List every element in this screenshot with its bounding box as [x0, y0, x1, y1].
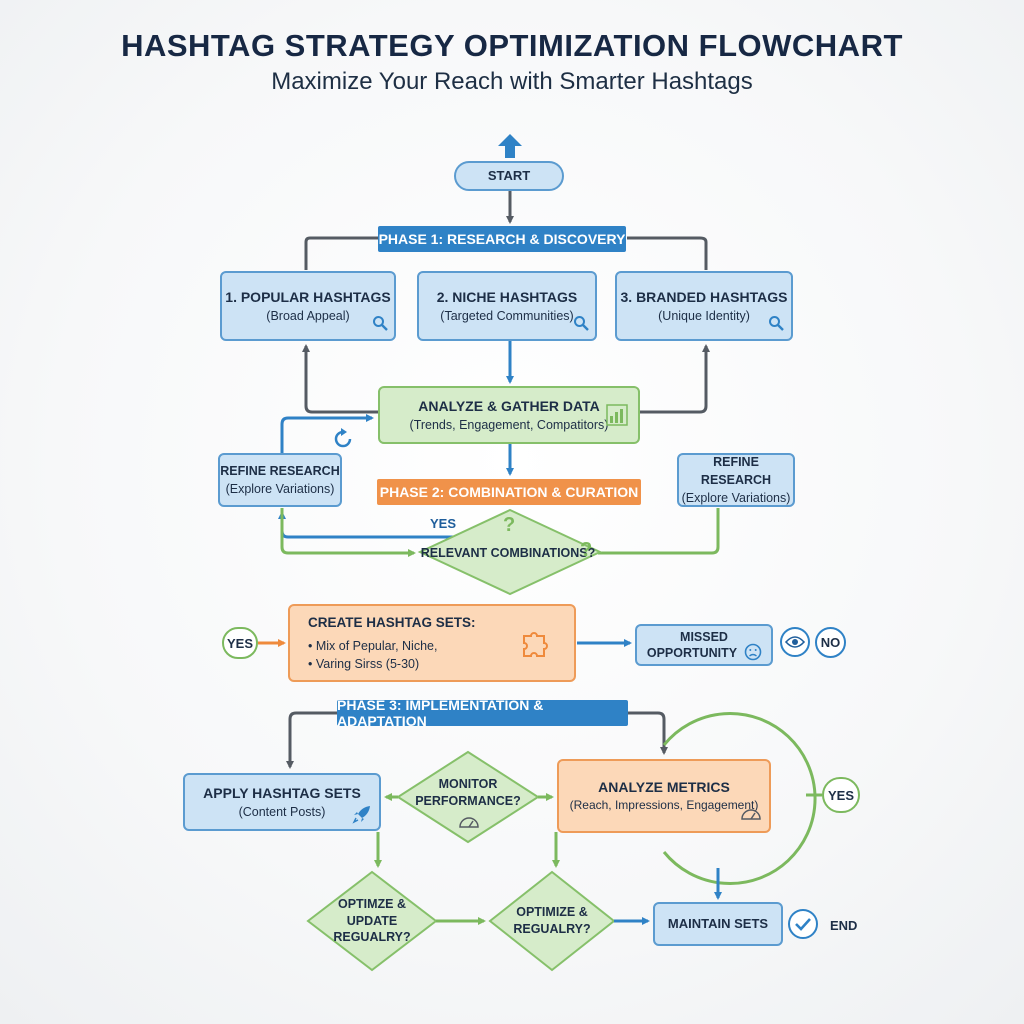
analyze-sub: (Trends, Engagement, Compatitors)	[409, 418, 609, 433]
refine-research-left-node[interactable]: REFINE RESEARCH (Explore Variations)	[218, 453, 342, 507]
phase1-to-branded-connector	[627, 236, 708, 270]
start-label: START	[487, 167, 531, 183]
relevant-combinations-label: RELEVANT COMBINATIONS?	[420, 545, 596, 560]
puzzle-icon	[523, 632, 548, 657]
create-item: Mix of Pepular, Niche,	[308, 637, 438, 655]
optimize2-line2: REGUALRY?	[513, 922, 591, 936]
niche-title: 2. NICHE HASHTAGS	[436, 288, 578, 305]
analyze-metrics-node[interactable]: ANALYZE METRICS (Reach, Impressions, Eng…	[557, 759, 771, 833]
bar-chart-icon	[606, 404, 628, 426]
diamond-to-refine-right-path	[598, 508, 720, 555]
refine-research-right-node[interactable]: REFINE RESEARCH (Explore Variations)	[677, 453, 795, 507]
apply-hashtag-sets-node[interactable]: APPLY HASHTAG SETS (Content Posts)	[183, 773, 381, 831]
popular-title: 1. POPULAR HASHTAGS	[225, 288, 391, 305]
analyze-to-popular-loop	[302, 344, 378, 414]
branded-title: 3. BRANDED HASHTAGS	[620, 288, 788, 305]
no-circle: NO	[815, 627, 846, 658]
apply-sub: (Content Posts)	[238, 805, 326, 820]
phase1-banner: PHASE 1: RESEARCH & DISCOVERY	[378, 226, 626, 252]
monitor-line1: MONITOR	[438, 777, 498, 792]
optimize1-line1: OPTIMZE & UPDATE	[337, 896, 407, 928]
rocket-icon	[352, 806, 370, 824]
create-item: Varing Sirss (5-30)	[308, 655, 437, 673]
monitor-line2: PERFORMANCE?	[415, 794, 521, 808]
refine-left-to-diamond-path	[280, 508, 416, 557]
phase3-to-metrics-arrow	[628, 711, 668, 755]
metrics-title: ANALYZE METRICS	[598, 779, 730, 796]
popular-hashtags-node[interactable]: 1. POPULAR HASHTAGS (Broad Appeal)	[220, 271, 396, 341]
gauge-icon	[741, 809, 761, 820]
optimize2-line1: OPTIMIZE &	[516, 905, 588, 920]
end-label: END	[830, 918, 858, 933]
niche-sub: (Targeted Communities)	[440, 309, 574, 324]
flowchart-subtitle: Maximize Your Reach with Smarter Hashtag…	[271, 68, 753, 95]
refine-right-sub: (Explore Variations)	[681, 491, 791, 506]
apply-title: APPLY HASHTAG SETS	[203, 784, 361, 801]
magnifier-icon	[769, 316, 784, 331]
phase3-banner: PHASE 3: IMPLEMENTATION & ADAPTATION	[337, 697, 628, 729]
flowchart-title: HASHTAG STRATEGY OPTIMIZATION FLOWCHART	[121, 28, 903, 63]
yes-left-circle: YES	[222, 627, 258, 659]
relevant-decision-diamond	[417, 508, 603, 596]
phase2-banner: PHASE 2: COMBINATION & CURATION	[377, 479, 641, 505]
metrics-sub: (Reach, Impressions, Engagement)	[569, 798, 759, 813]
phase3-to-apply-arrow	[286, 711, 337, 769]
popular-sub: (Broad Appeal)	[266, 309, 350, 324]
optimize1-decision-diamond	[306, 870, 438, 972]
create-hashtag-sets-node[interactable]: CREATE HASHTAG SETS: Mix of Pepular, Nic…	[288, 604, 576, 682]
maintain-sets-node[interactable]: MAINTAIN SETS	[653, 902, 783, 946]
missed-line2: OPPORTUNITY	[646, 646, 738, 660]
refine-right-title: REFINE RESEARCH	[700, 454, 772, 487]
yes-right-circle: YES	[822, 777, 860, 813]
monitor-decision-diamond	[396, 750, 540, 844]
analyze-data-node[interactable]: ANALYZE & GATHER DATA (Trends, Engagemen…	[378, 386, 640, 444]
start-node[interactable]: START	[454, 161, 564, 191]
missed-line1: MISSED	[680, 629, 728, 644]
eye-icon	[780, 627, 810, 657]
optimize2-decision-diamond	[488, 870, 616, 972]
branded-sub: (Unique Identity)	[658, 309, 750, 324]
create-title: CREATE HASHTAG SETS:	[308, 615, 476, 631]
question-mark-icon: ?	[503, 514, 516, 536]
optimize2-label: OPTIMIZE & REGUALRY?	[494, 904, 610, 938]
refine-left-sub: (Explore Variations)	[225, 482, 335, 496]
check-icon	[788, 909, 818, 939]
refine-left-to-analyze-loop	[280, 414, 374, 453]
monitor-performance-label: MONITOR PERFORMANCE?	[408, 776, 528, 810]
refresh-icon	[334, 428, 352, 448]
analyze-title: ANALYZE & GATHER DATA	[418, 397, 600, 414]
create-item-list: Mix of Pepular, Niche, Varing Sirss (5-3…	[308, 637, 438, 673]
refine-left-title: REFINE RESEARCH	[220, 463, 340, 478]
niche-hashtags-node[interactable]: 2. NICHE HASHTAGS (Targeted Communities)	[417, 271, 597, 341]
yes-top-label: YES	[430, 516, 457, 531]
question-mark-icon: ?	[580, 539, 593, 561]
optimize1-line2: REGUALRY?	[333, 930, 411, 945]
up-arrow-icon	[498, 134, 522, 158]
analyze-to-branded-loop	[640, 344, 710, 414]
optimize1-label: OPTIMZE & UPDATE REGUALRY?	[312, 897, 432, 945]
phase1-to-popular-connector	[304, 236, 378, 270]
branded-hashtags-node[interactable]: 3. BRANDED HASHTAGS (Unique Identity)	[615, 271, 793, 341]
maintain-label: MAINTAIN SETS	[667, 915, 769, 931]
sad-face-icon	[744, 643, 762, 661]
magnifier-icon	[373, 316, 388, 331]
gauge-icon	[459, 817, 479, 828]
magnifier-icon	[574, 316, 589, 331]
